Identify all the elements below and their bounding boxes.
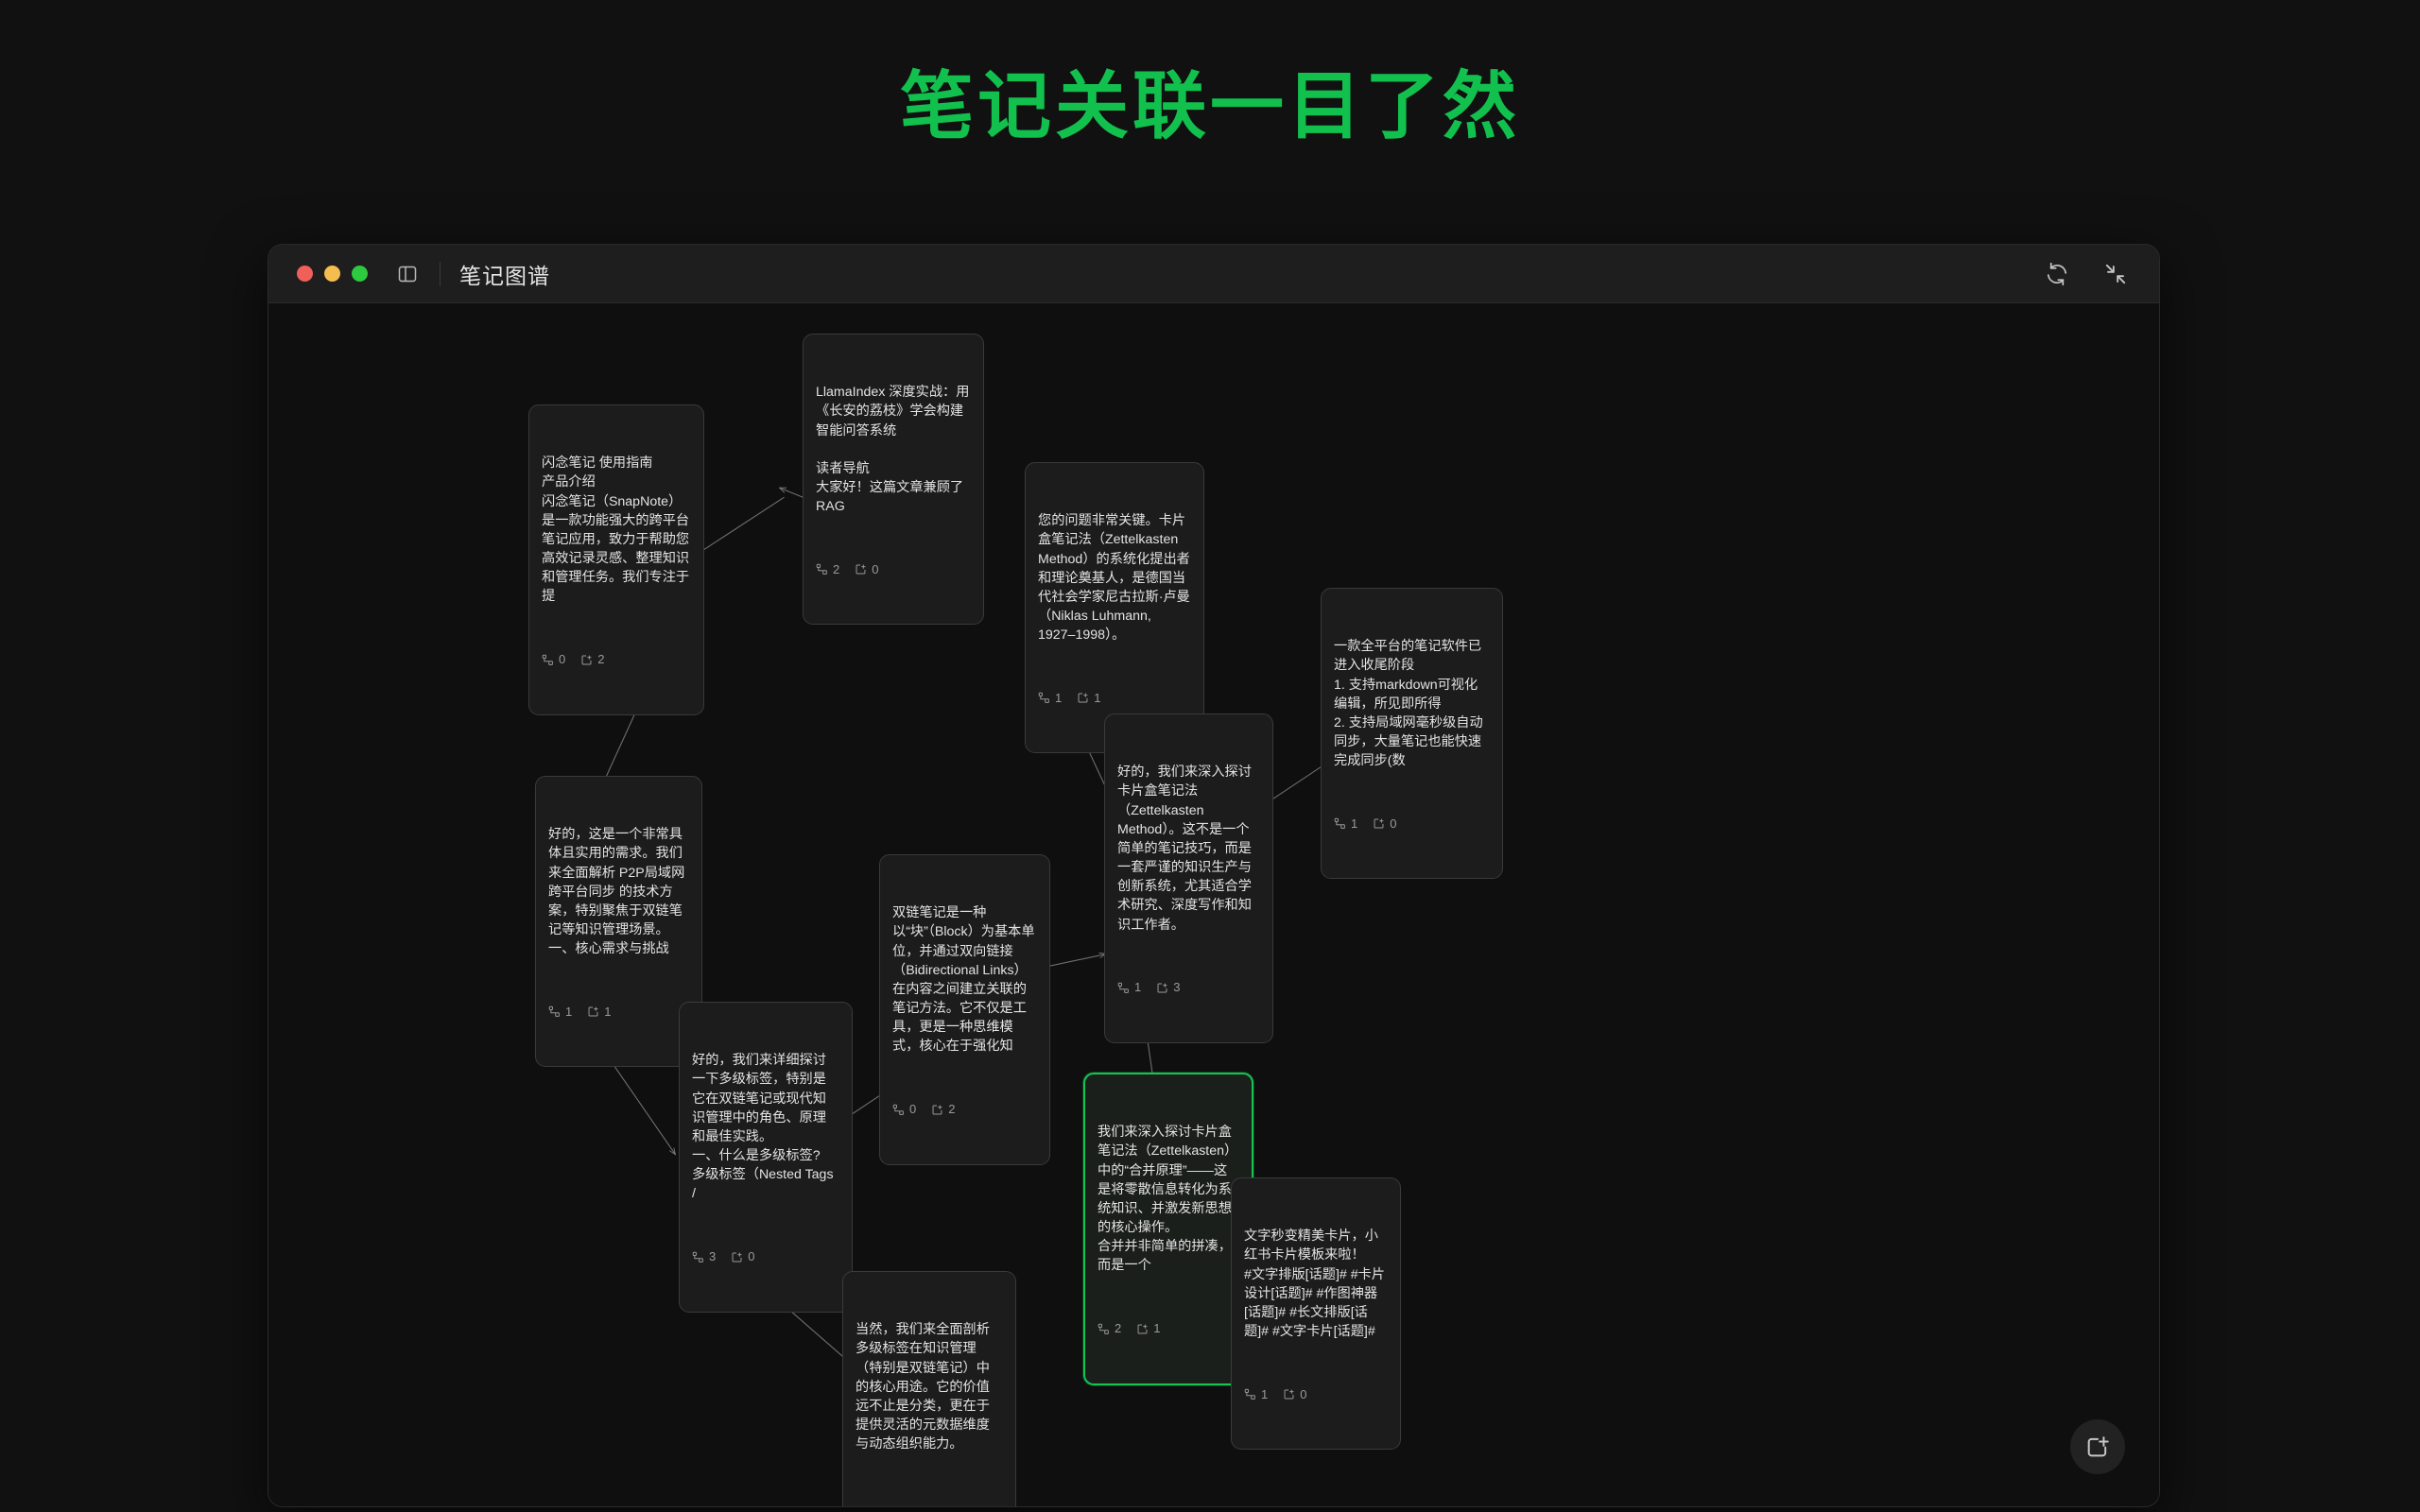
note-text: 双链笔记是一种 以“块”（Block）为基本单位，并通过双向链接（Bidirec… [892, 905, 1035, 1055]
note-meta: 3 0 [692, 1248, 839, 1265]
note-meta: 1 3 [1117, 979, 1260, 996]
note-meta: 2 1 [1098, 1320, 1239, 1337]
link-count-value: 1 [1134, 980, 1142, 995]
note-card[interactable]: 好的，这是一个非常具体且实用的需求。我们来全面解析 P2P局域网跨平台同步 的技… [535, 776, 702, 1068]
link-count-value: 1 [565, 1004, 573, 1019]
graph-canvas[interactable]: LlamaIndex 深度实战：用《长安的荔枝》学会构建智能问答系统 读者导航 … [268, 303, 2159, 1506]
note-meta: 0 2 [542, 651, 691, 668]
note-text: 当然，我们来全面剖析多级标签在知识管理（特别是双链笔记）中的核心用途。它的价值远… [856, 1322, 990, 1452]
refresh-icon[interactable] [2044, 261, 2070, 287]
link-count: 0 [892, 1101, 916, 1118]
titlebar-actions [2044, 261, 2138, 287]
app-window: 笔记图谱 [268, 244, 2160, 1507]
comment-count: 3 [1156, 979, 1180, 996]
link-count: 1 [1334, 816, 1357, 833]
close-button[interactable] [297, 266, 313, 282]
comment-count-value: 0 [1300, 1386, 1307, 1401]
link-count: 3 [692, 1248, 716, 1265]
link-count: 1 [1038, 690, 1062, 707]
comment-count-value: 1 [1094, 690, 1101, 705]
link-count-value: 0 [909, 1101, 917, 1116]
note-text: 闪念笔记 使用指南 产品介绍 闪念笔记（SnapNote）是一款功能强大的跨平台… [542, 455, 690, 605]
note-card-selected[interactable]: 我们来深入探讨卡片盒笔记法（Zettelkasten）中的“合并原理”——这是将… [1083, 1073, 1253, 1385]
note-text: 好的，我们来深入探讨 卡片盒笔记法（Zettelkasten Method）。这… [1117, 765, 1255, 933]
note-card[interactable]: 双链笔记是一种 以“块”（Block）为基本单位，并通过双向链接（Bidirec… [879, 854, 1050, 1165]
note-card[interactable]: 文字秒变精美卡片，小红书卡片模板来啦！ #文字排版[话题]# #卡片设计[话题]… [1231, 1177, 1401, 1451]
page-title: 笔记关联一目了然 [899, 64, 1520, 147]
comment-count-value: 0 [872, 561, 879, 576]
link-count-value: 2 [1115, 1320, 1122, 1335]
collapse-arrows-icon[interactable] [2102, 261, 2129, 287]
comment-count: 2 [580, 651, 604, 668]
comment-count: 1 [587, 1004, 611, 1021]
window-title: 笔记图谱 [459, 263, 550, 288]
link-count-value: 1 [1351, 816, 1358, 831]
note-text: 文字秒变精美卡片，小红书卡片模板来啦！ #文字排版[话题]# #卡片设计[话题]… [1244, 1228, 1385, 1340]
comment-count-value: 3 [1173, 980, 1181, 995]
note-meta: 1 0 [1244, 1386, 1388, 1403]
link-count: 2 [1098, 1320, 1121, 1337]
note-text: LlamaIndex 深度实战：用《长安的荔枝》学会构建智能问答系统 读者导航 … [816, 385, 970, 515]
traffic-lights [297, 266, 368, 282]
comment-count: 0 [855, 561, 878, 578]
note-text: 我们来深入探讨卡片盒笔记法（Zettelkasten）中的“合并原理”——这是将… [1098, 1125, 1238, 1274]
link-count: 0 [542, 651, 565, 668]
note-meta: 1 0 [1334, 816, 1490, 833]
link-count-value: 3 [709, 1248, 717, 1263]
link-count-value: 1 [1261, 1386, 1269, 1401]
comment-count: 0 [1373, 816, 1396, 833]
comment-count-value: 0 [748, 1248, 755, 1263]
note-meta: 0 2 [892, 1101, 1037, 1118]
note-text: 好的，我们来详细探讨一下多级标签，特别是它在双链笔记或现代知识管理中的角色、原理… [692, 1053, 834, 1202]
note-card[interactable]: 您的问题非常关键。卡片盒笔记法（Zettelkasten Method）的系统化… [1025, 462, 1204, 754]
minimize-button[interactable] [324, 266, 340, 282]
comment-count-value: 2 [948, 1101, 956, 1116]
comment-count: 0 [731, 1248, 754, 1265]
note-card[interactable]: 好的，我们来详细探讨一下多级标签，特别是它在双链笔记或现代知识管理中的角色、原理… [679, 1002, 853, 1313]
window-titlebar: 笔记图谱 [268, 245, 2159, 303]
note-card[interactable]: LlamaIndex 深度实战：用《长安的荔枝》学会构建智能问答系统 读者导航 … [803, 334, 984, 626]
comment-count: 1 [1136, 1320, 1160, 1337]
note-meta: 1 1 [1038, 690, 1191, 707]
note-meta: 2 0 [816, 561, 971, 578]
link-count: 1 [1244, 1386, 1268, 1403]
comment-count: 1 [1077, 690, 1100, 707]
titlebar-divider [440, 261, 441, 286]
sidebar-toggle-icon[interactable] [396, 263, 419, 285]
link-count-value: 2 [833, 561, 840, 576]
new-note-button[interactable] [2070, 1419, 2125, 1474]
note-meta: 1 1 [548, 1004, 689, 1021]
link-count: 1 [548, 1004, 572, 1021]
maximize-button[interactable] [352, 266, 368, 282]
link-count-value: 0 [559, 651, 566, 666]
comment-count: 0 [1283, 1386, 1306, 1403]
note-text: 一款全平台的笔记软件已进入收尾阶段 1. 支持markdown可视化编辑，所见即… [1334, 639, 1483, 769]
comment-count-value: 1 [1153, 1320, 1161, 1335]
comment-count-value: 1 [604, 1004, 612, 1019]
note-text: 好的，这是一个非常具体且实用的需求。我们来全面解析 P2P局域网跨平台同步 的技… [548, 827, 685, 957]
note-card[interactable]: 好的，我们来深入探讨 卡片盒笔记法（Zettelkasten Method）。这… [1104, 713, 1273, 1043]
comment-count-value: 2 [597, 651, 605, 666]
comment-count: 2 [931, 1101, 955, 1118]
comment-count-value: 0 [1390, 816, 1397, 831]
note-card[interactable]: 一款全平台的笔记软件已进入收尾阶段 1. 支持markdown可视化编辑，所见即… [1321, 588, 1503, 880]
link-count: 1 [1117, 979, 1141, 996]
link-count: 2 [816, 561, 839, 578]
note-card[interactable]: 当然，我们来全面剖析多级标签在知识管理（特别是双链笔记）中的核心用途。它的价值远… [842, 1271, 1016, 1506]
note-card[interactable]: 闪念笔记 使用指南 产品介绍 闪念笔记（SnapNote）是一款功能强大的跨平台… [528, 404, 704, 715]
link-count-value: 1 [1055, 690, 1063, 705]
note-text: 您的问题非常关键。卡片盒笔记法（Zettelkasten Method）的系统化… [1038, 513, 1190, 644]
